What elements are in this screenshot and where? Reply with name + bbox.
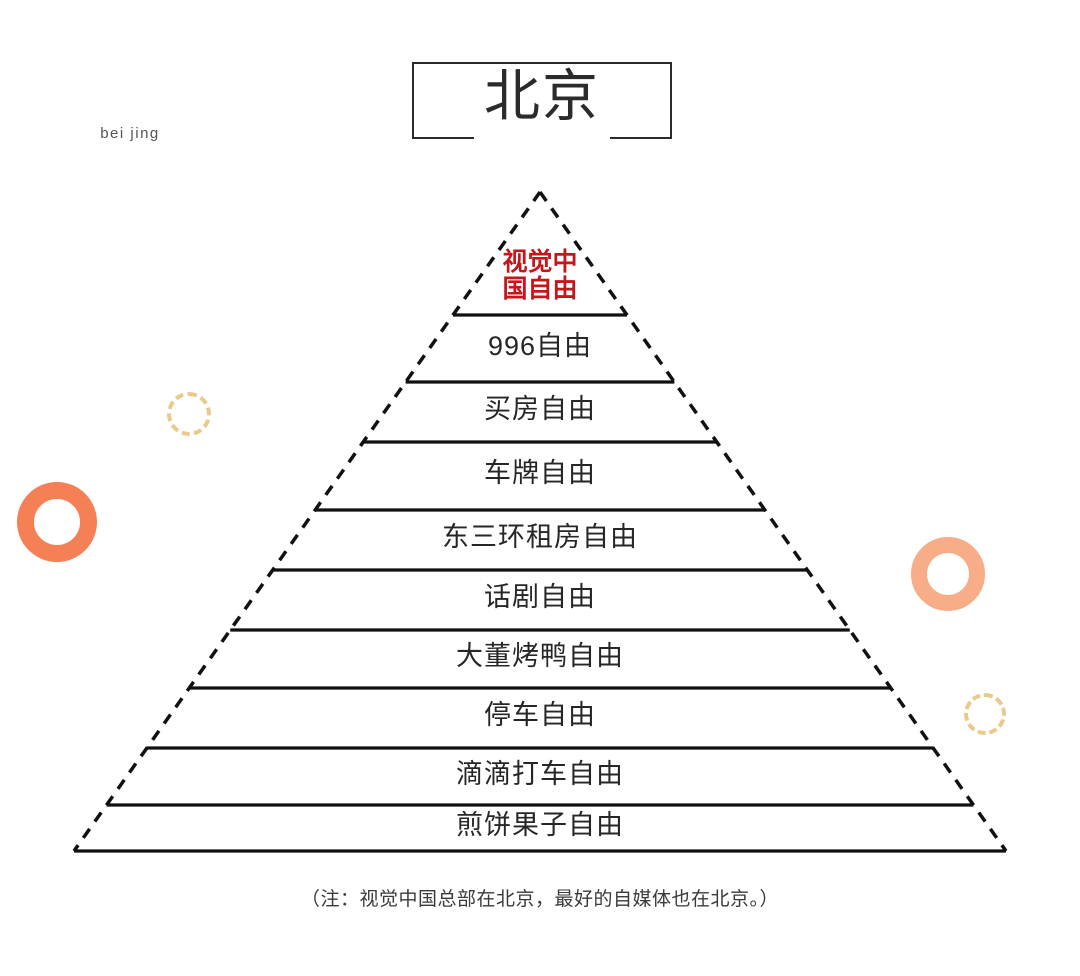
pyramid-lines xyxy=(72,190,1008,853)
pyramid-edge-left xyxy=(72,190,542,853)
pyramid-level-5: 东三环租房自由 xyxy=(442,522,638,552)
pyramid-level-4: 车牌自由 xyxy=(484,458,596,488)
footnote-caption: （注：视觉中国总部在北京，最好的自媒体也在北京。） xyxy=(300,889,779,910)
pyramid-level-1: 视觉中国自由 xyxy=(0,249,1080,303)
pyramid-level-1-line: 国自由 xyxy=(502,275,578,303)
title-pinyin: bei jing xyxy=(0,124,260,144)
pyramid-level-2: 996自由 xyxy=(487,330,593,361)
dashed-circle-left xyxy=(167,392,211,436)
pyramid-level-7: 大董烤鸭自由 xyxy=(456,641,624,671)
pyramid-level-1-line: 视觉中 xyxy=(502,248,578,276)
page-title: 北京 xyxy=(484,64,600,128)
dashed-circle-right xyxy=(964,693,1006,735)
pyramid-level-3: 买房自由 xyxy=(484,394,596,424)
pyramid-level-9: 滴滴打车自由 xyxy=(456,758,624,789)
pyramid-level-6: 话剧自由 xyxy=(484,582,596,612)
title-box-bottom-notch xyxy=(474,135,610,143)
pyramid-level-8: 停车自由 xyxy=(484,700,596,730)
ring-left xyxy=(17,482,97,562)
ring-right xyxy=(911,537,985,611)
title-block: 北京 xyxy=(412,62,672,143)
pyramid-edge-right xyxy=(538,190,1008,853)
pyramid-level-10: 煎饼果子自由 xyxy=(456,810,624,840)
